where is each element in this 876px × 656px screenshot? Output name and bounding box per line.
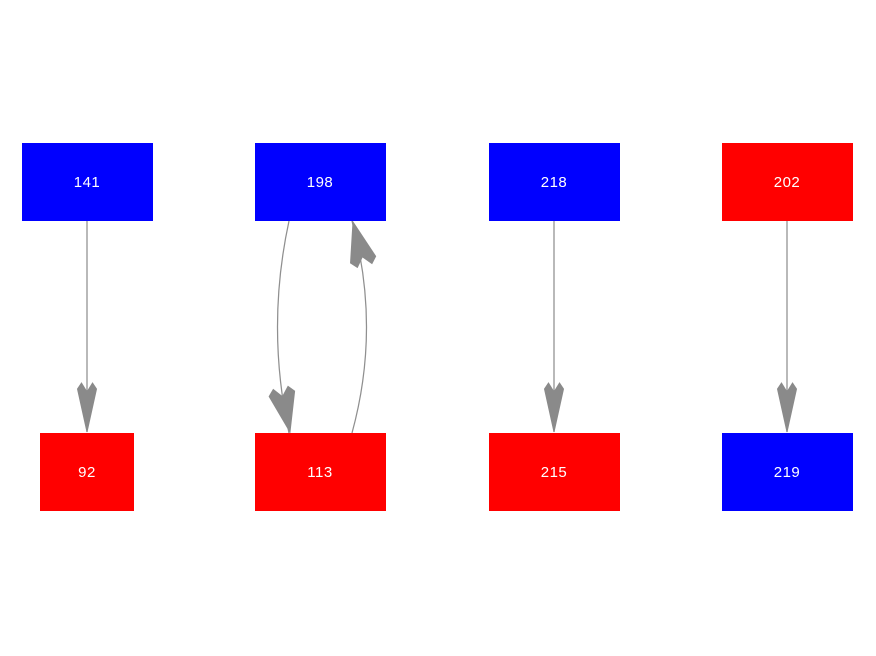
node-113: 113 — [254, 433, 386, 511]
arrowhead-edge-202-to-219 — [776, 382, 798, 433]
node-198-label: 198 — [306, 173, 334, 191]
node-219-label: 219 — [773, 463, 801, 481]
node-202-label: 202 — [773, 173, 801, 191]
node-215: 215 — [488, 433, 620, 511]
node-219: 219 — [721, 433, 853, 511]
node-198: 198 — [254, 143, 386, 221]
arrowhead-edge-141-to-92 — [76, 382, 98, 433]
node-218-label: 218 — [540, 173, 568, 191]
arrowhead-edge-198-to-113 — [268, 385, 296, 434]
node-141-label: 141 — [73, 173, 101, 191]
node-92-label: 92 — [78, 463, 96, 481]
node-218: 218 — [488, 143, 620, 221]
arrowhead-edge-113-to-198 — [350, 220, 377, 269]
node-215-label: 215 — [540, 463, 568, 481]
node-141: 141 — [21, 143, 153, 221]
node-202: 202 — [721, 143, 853, 221]
arrowhead-edge-218-to-215 — [543, 382, 565, 433]
node-113-label: 113 — [307, 463, 333, 481]
node-92: 92 — [40, 433, 134, 511]
